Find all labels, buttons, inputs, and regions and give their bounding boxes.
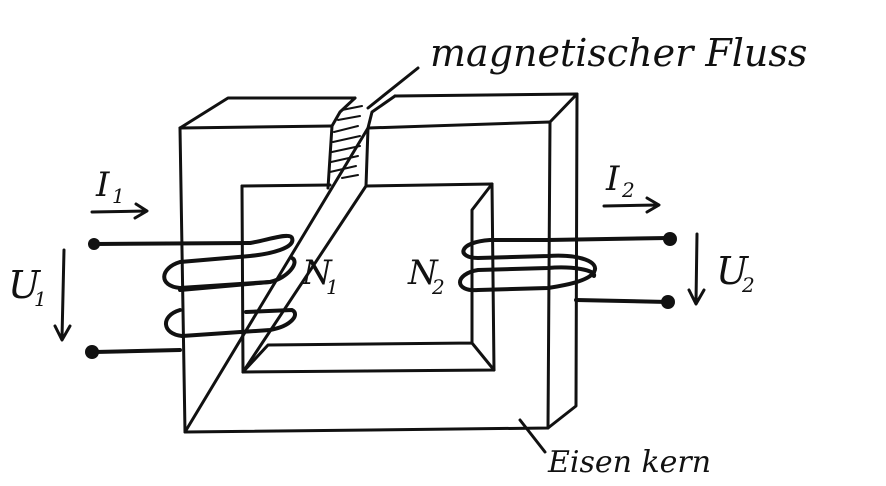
turns2-label: N 2 — [407, 253, 445, 299]
primary-lead-bottom — [93, 348, 182, 354]
secondary-lead-bottom — [574, 298, 670, 304]
core-window-left — [240, 184, 245, 374]
flux-label: magnetischer Fluss — [430, 31, 807, 75]
voltage2-arrow — [687, 232, 706, 306]
turns1-subscript: 1 — [326, 275, 339, 299]
secondary-turn-2 — [458, 265, 596, 293]
primary-turn-3 — [164, 308, 297, 338]
core-window-depth — [241, 182, 496, 374]
primary-terminal-bottom — [85, 345, 99, 359]
core-side-face — [546, 92, 579, 430]
current1-label: I 1 — [95, 165, 125, 208]
core-label: Eisen kern — [547, 445, 711, 480]
secondary-terminal-bottom — [661, 295, 675, 309]
secondary-terminal-top — [663, 232, 677, 246]
current2-subscript: 2 — [621, 178, 635, 202]
core-front-left-edge — [178, 126, 187, 434]
current1-subscript: 1 — [112, 184, 125, 208]
primary-turn-2 — [178, 256, 297, 292]
primary-turn-1 — [162, 233, 295, 290]
voltage2-subscript: 2 — [741, 273, 755, 297]
flux-leader-line — [366, 66, 420, 110]
primary-terminal-top — [88, 238, 100, 250]
core-leader-line — [518, 418, 547, 454]
flux-gap-hatch — [329, 105, 363, 179]
turns1-label: N 1 — [301, 253, 339, 299]
current1-arrow — [90, 202, 149, 220]
current2-arrow — [602, 196, 661, 214]
primary-winding — [93, 233, 297, 354]
voltage2-label: U 2 — [716, 249, 755, 297]
current2-label: I 2 — [605, 159, 635, 202]
voltage1-arrow — [53, 248, 72, 342]
primary-lead-top — [93, 241, 252, 246]
turns2-subscript: 2 — [431, 275, 445, 299]
current2-symbol: I — [605, 159, 620, 199]
turns1-symbol: N — [301, 253, 333, 293]
secondary-lead-top — [546, 236, 670, 242]
voltage1-symbol: U — [8, 263, 42, 307]
core-gap — [326, 94, 397, 190]
voltage2-symbol: U — [716, 249, 750, 293]
voltage1-subscript: 1 — [34, 287, 47, 311]
arrows — [53, 66, 706, 454]
current1-symbol: I — [95, 165, 110, 205]
secondary-winding — [458, 236, 670, 304]
secondary-turn-1 — [461, 238, 597, 274]
voltage1-label: U 1 — [8, 263, 47, 311]
iron-core — [178, 92, 579, 434]
turns2-symbol: N — [407, 253, 439, 293]
